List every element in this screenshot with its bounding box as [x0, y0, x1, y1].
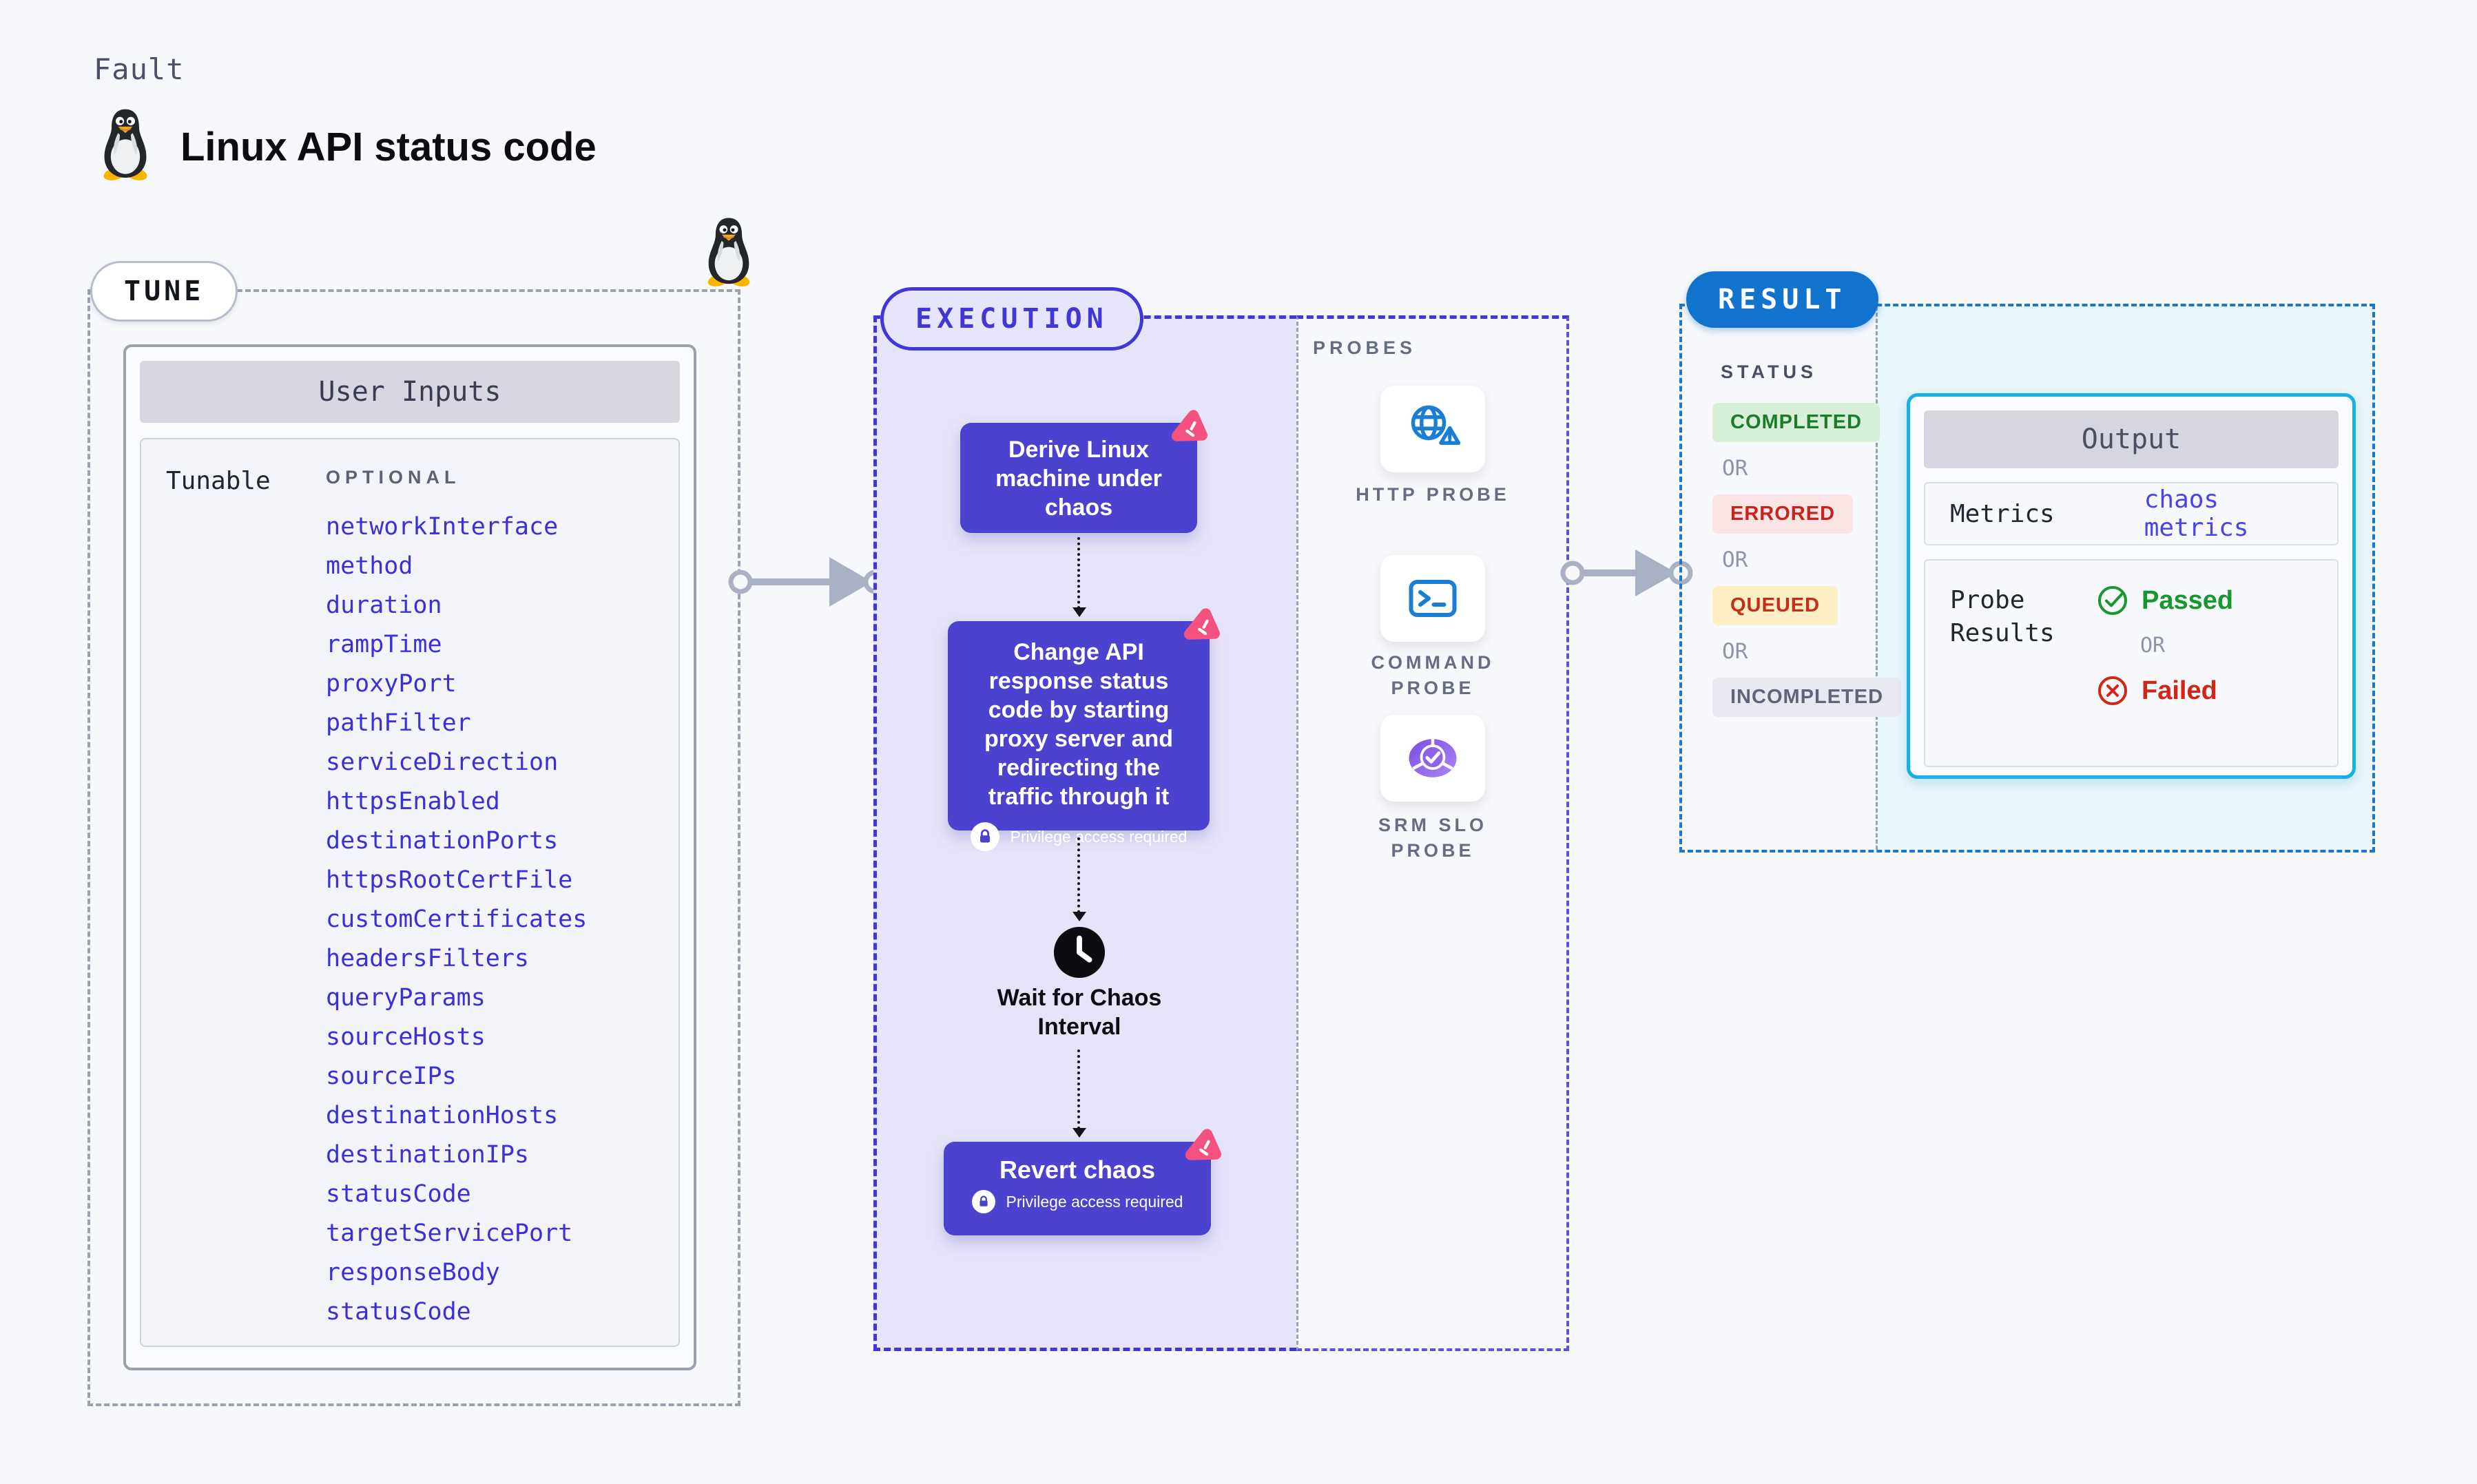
tunable-param: statusCode — [326, 1298, 471, 1326]
result-section: STATUS COMPLETED OR ERRORED OR QUEUED OR… — [1679, 304, 2375, 853]
privilege-label: Privilege access required — [1010, 827, 1188, 846]
user-inputs-card: User Inputs Tunable OPTIONAL networkInte… — [123, 344, 696, 1370]
lock-icon — [970, 822, 999, 851]
tunable-param: customCertificates — [326, 906, 588, 933]
status-list: COMPLETED OR ERRORED OR QUEUED OR INCOMP… — [1712, 403, 1902, 717]
tunable-column-label: Tunable — [166, 467, 271, 495]
tunable-param: sourceIPs — [326, 1063, 457, 1090]
clock-icon — [1053, 926, 1106, 979]
tune-pill: TUNE — [90, 261, 238, 322]
probes-column-label: PROBES — [1313, 337, 1417, 358]
lock-icon — [971, 1190, 995, 1213]
result-pill: RESULT — [1686, 271, 1878, 328]
output-title: Output — [1924, 410, 2339, 468]
flow-connector — [1072, 1049, 1086, 1138]
execution-to-result-arrow — [1560, 550, 1693, 596]
tunable-param: httpsEnabled — [326, 788, 500, 815]
status-column-label: STATUS — [1721, 362, 1817, 382]
probes-section — [1296, 315, 1569, 1351]
probe-results-row: Probe Results Passed OR Failed — [1924, 559, 2339, 767]
tunable-param: destinationIPs — [326, 1141, 530, 1169]
step-text: Derive Linux machine under chaos — [995, 437, 1162, 521]
terminal-icon — [1404, 569, 1462, 627]
tunable-param: headersFilters — [326, 945, 530, 972]
status-badge-errored: ERRORED — [1712, 494, 1854, 534]
tunable-param: responseBody — [326, 1259, 500, 1286]
flow-connector — [1072, 837, 1086, 921]
tunable-param: destinationPorts — [326, 827, 559, 855]
srm-slo-probe-label: SRM SLO PROBE — [1378, 815, 1487, 861]
passed-label: Passed — [2142, 585, 2234, 615]
tunable-param: httpsRootCertFile — [326, 866, 573, 894]
status-badge-incompleted: INCOMPLETED — [1712, 678, 1902, 717]
or-label: OR — [1722, 547, 1748, 572]
step-text: Revert chaos — [999, 1156, 1156, 1184]
fault-kicker: Fault — [94, 52, 185, 86]
step-derive-machine: Derive Linux machine under chaos — [960, 423, 1197, 533]
chaos-badge-icon — [1167, 406, 1214, 453]
flow-connector — [1072, 537, 1086, 617]
tunable-param: targetServicePort — [326, 1220, 573, 1247]
tunable-param-list: networkInterface method duration rampTim… — [326, 508, 587, 1332]
globe-warning-icon — [1404, 400, 1462, 458]
tunables-table: Tunable OPTIONAL networkInterface method… — [140, 438, 680, 1347]
or-label: OR — [1722, 456, 1748, 481]
tunable-param: destinationHosts — [326, 1102, 559, 1129]
user-inputs-title: User Inputs — [140, 361, 680, 423]
http-probe-label: HTTP PROBE — [1356, 484, 1510, 505]
tunable-param: serviceDirection — [326, 749, 559, 776]
status-badge-queued: QUEUED — [1712, 586, 1838, 625]
tunable-param: sourceHosts — [326, 1023, 486, 1051]
http-probe-card — [1380, 386, 1485, 472]
linux-tux-icon — [700, 216, 758, 286]
step-revert-chaos: Revert chaos Privilege access required — [944, 1142, 1211, 1235]
tune-section — [87, 289, 740, 1406]
tunable-param: pathFilter — [326, 709, 471, 737]
command-probe-card — [1380, 555, 1485, 642]
page-title: Linux API status code — [180, 125, 597, 169]
tunable-param: rampTime — [326, 631, 442, 658]
probe-results-label: Probe Results — [1950, 586, 2055, 647]
privilege-label: Privilege access required — [1006, 1192, 1183, 1211]
tunable-param: statusCode — [326, 1180, 471, 1208]
command-probe-label: COMMAND PROBE — [1371, 652, 1495, 698]
tunable-param: networkInterface — [326, 513, 559, 541]
metrics-row: Metrics chaos metrics — [1924, 482, 2339, 545]
step-change-status-code: Change API response status code by start… — [948, 621, 1210, 851]
failed-label: Failed — [2142, 676, 2217, 705]
tunable-param: queryParams — [326, 984, 486, 1012]
status-badge-completed: COMPLETED — [1712, 403, 1880, 442]
tune-to-execution-arrow — [728, 557, 887, 607]
wait-for-chaos-label: Wait for Chaos Interval — [997, 985, 1162, 1040]
or-label: OR — [1722, 639, 1748, 664]
output-card: Output Metrics chaos metrics Probe Resul… — [1907, 393, 2356, 779]
linux-tux-icon — [95, 107, 156, 180]
x-circle-icon — [2096, 674, 2129, 707]
srm-slo-probe-card — [1380, 715, 1485, 802]
optional-column-label: OPTIONAL — [326, 467, 461, 488]
or-label: OR — [2140, 634, 2166, 658]
tunable-param: method — [326, 552, 413, 580]
chaos-badge-icon — [1181, 1125, 1227, 1172]
step-text: Change API response status code by start… — [984, 639, 1174, 810]
execution-pill: EXECUTION — [880, 287, 1143, 351]
slo-donut-icon — [1404, 729, 1462, 787]
metrics-label: Metrics — [1950, 499, 2055, 528]
chaos-badge-icon — [1179, 605, 1226, 651]
metrics-value: chaos metrics — [2144, 485, 2249, 542]
check-circle-icon — [2096, 584, 2129, 617]
tunable-param: proxyPort — [326, 670, 457, 698]
tunable-param: duration — [326, 592, 442, 619]
